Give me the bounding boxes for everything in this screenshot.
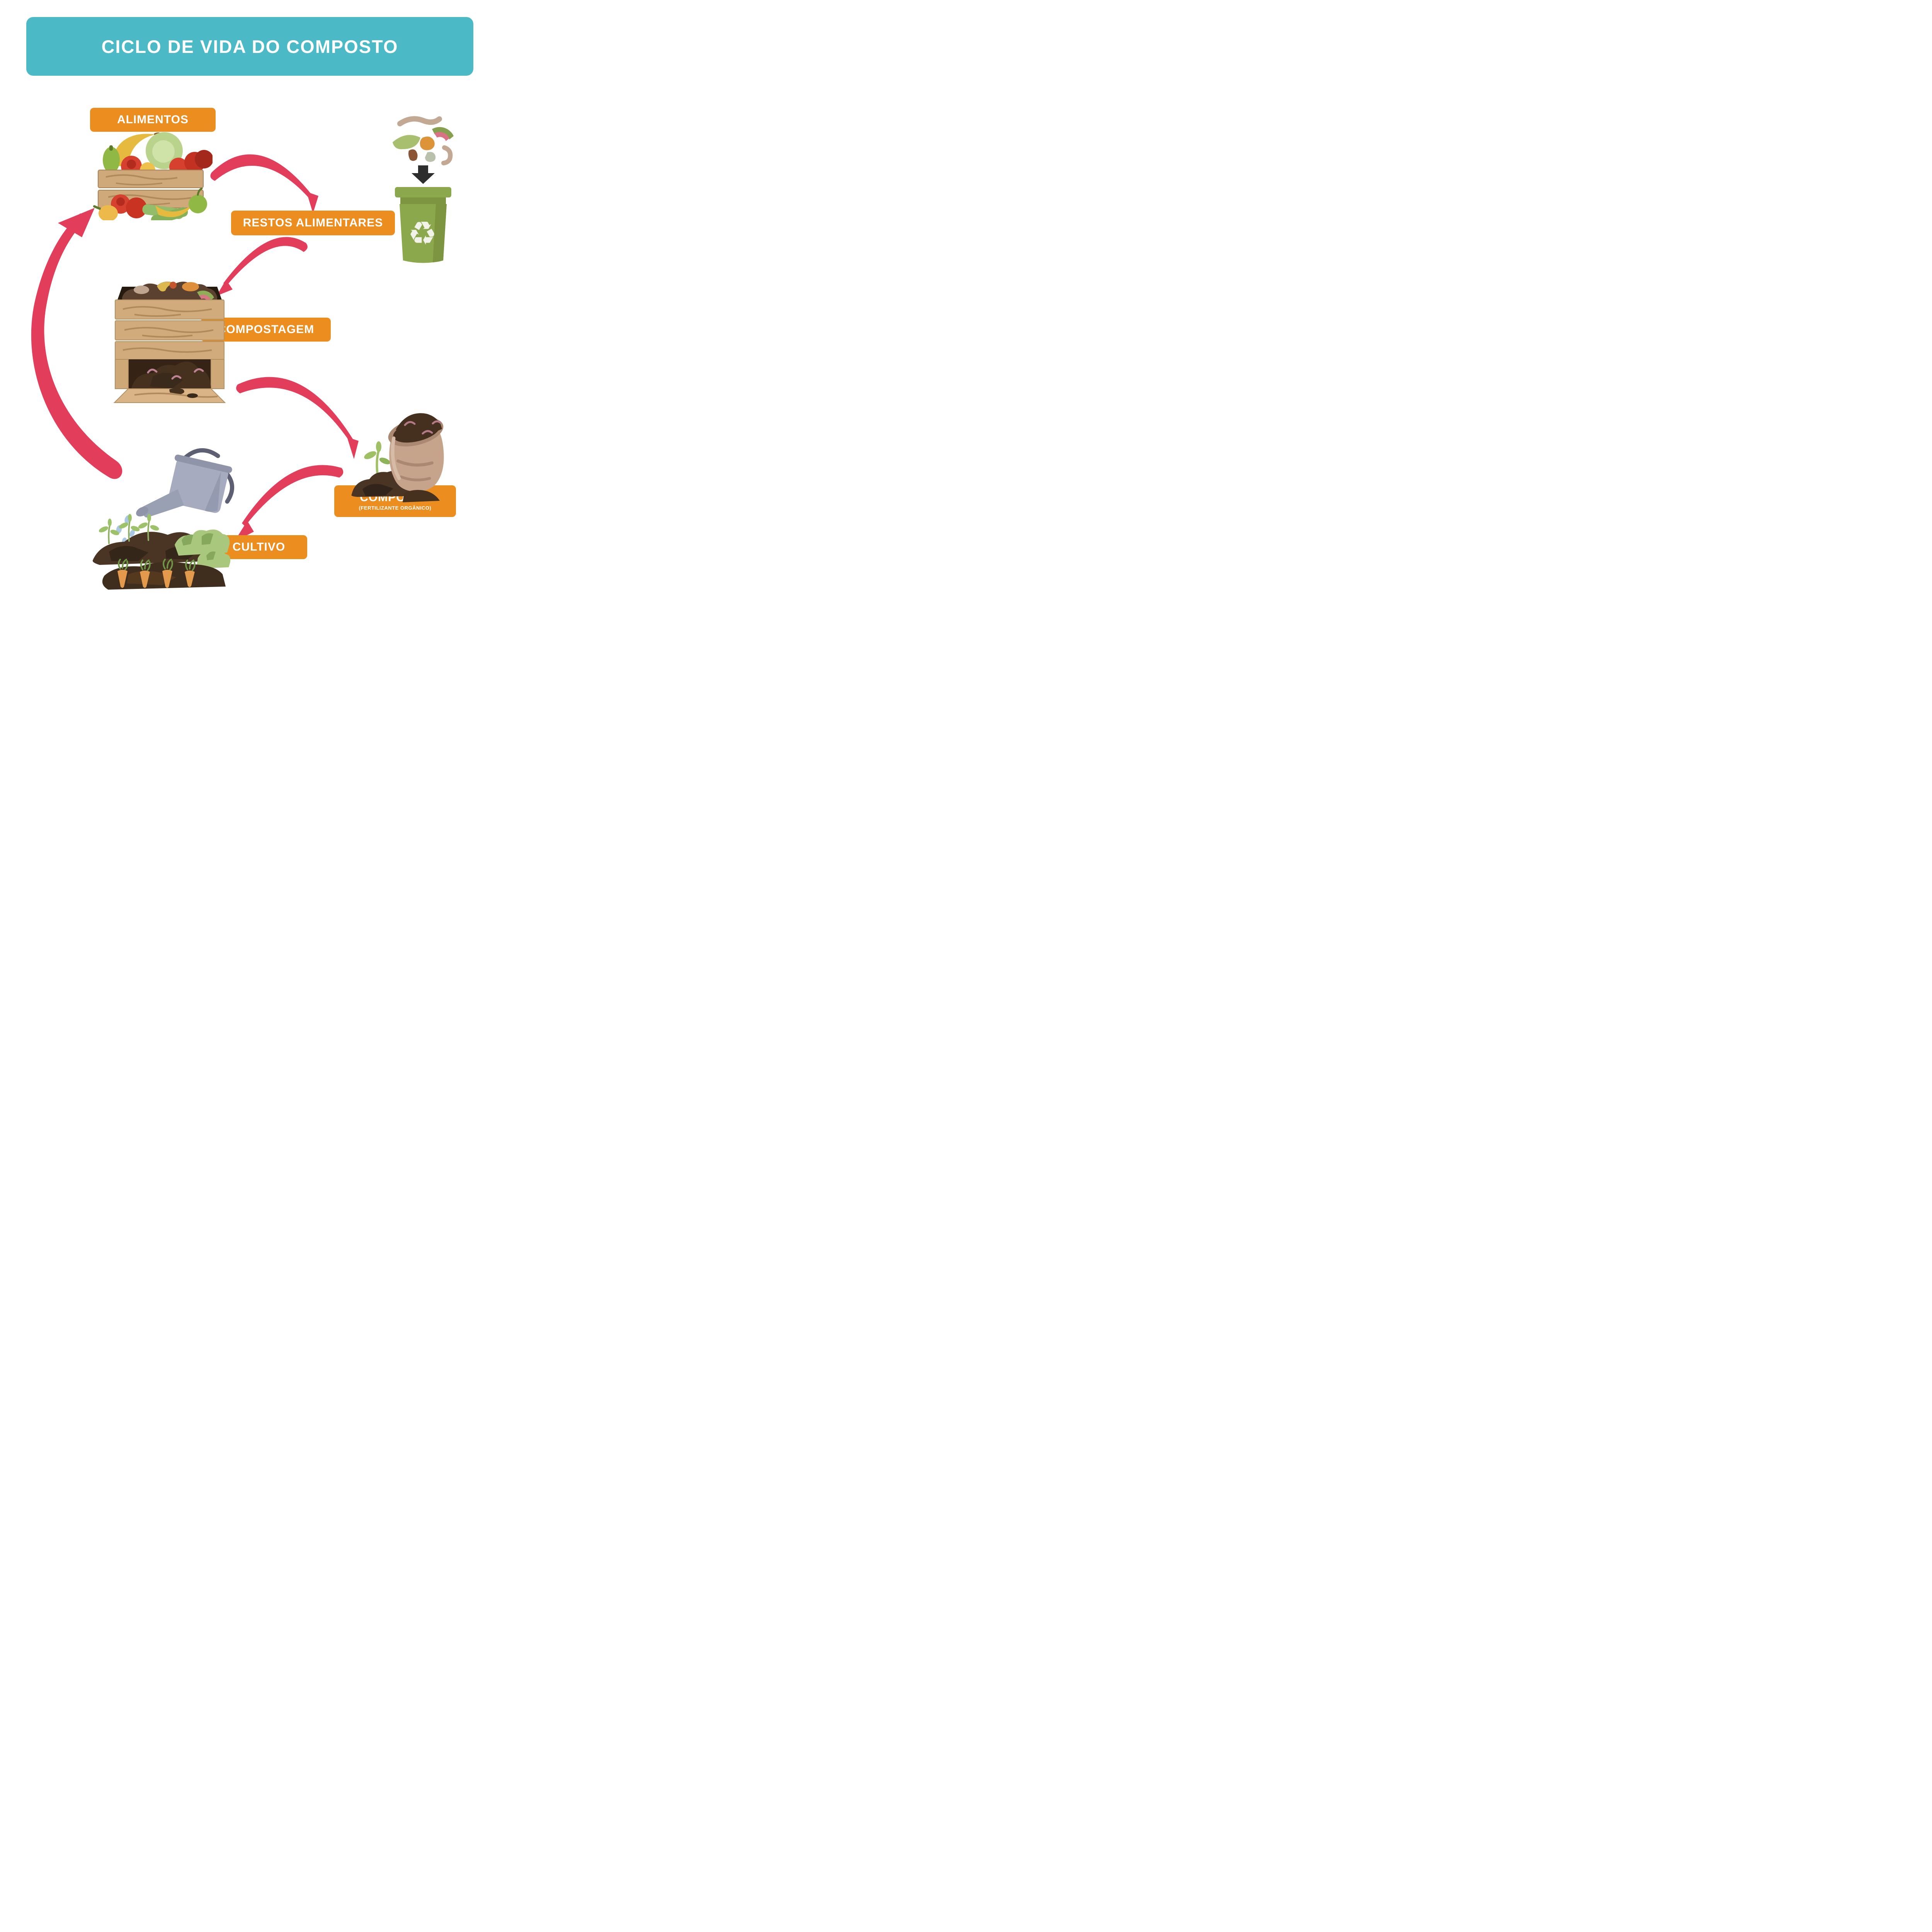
garden-icon <box>92 448 234 590</box>
header-banner: CICLO DE VIDA DO COMPOSTO <box>26 17 473 76</box>
stage-label-text: ALIMENTOS <box>117 113 189 126</box>
arrow-cultivo-to-alimentos <box>31 208 122 479</box>
recycle-symbol-icon: ♻ <box>408 214 437 252</box>
stage-label-text: COMPOSTAGEM <box>217 323 315 336</box>
arrow-compostagem-to-composto <box>236 377 359 459</box>
recycle-bin-icon: ♻ <box>393 116 454 263</box>
arrow-composto-to-cultivo <box>234 465 344 542</box>
stage-label-alimentos: ALIMENTOS <box>90 108 216 132</box>
down-arrow-icon <box>412 165 435 184</box>
stage-label-text: RESTOS ALIMENTARES <box>243 216 383 230</box>
seedling-icon <box>364 441 391 480</box>
stage-label-text: CULTIVO <box>232 541 286 554</box>
arrow-alimentos-to-restos <box>210 154 318 213</box>
watering-can-icon <box>116 448 234 544</box>
arrow-restos-to-compostagem <box>216 237 308 296</box>
page-title: CICLO DE VIDA DO COMPOSTO <box>101 36 398 57</box>
compost-bin-icon <box>113 281 226 403</box>
food-scraps-icon <box>393 116 454 165</box>
compost-sack-icon <box>351 413 444 502</box>
stage-sublabel-text: (FERTILIZANTE ORGÂNICO) <box>359 505 432 511</box>
infographic-compost-cycle: CICLO DE VIDA DO COMPOSTO ALIMENTOS REST… <box>0 0 518 616</box>
cycle-arrows <box>31 154 359 542</box>
seedlings-icon <box>99 514 159 544</box>
carrots-icon <box>117 559 196 588</box>
lettuce-icon <box>175 529 231 569</box>
food-crate-icon <box>93 132 213 220</box>
stage-label-restos-alimentares: RESTOS ALIMENTARES <box>231 211 395 235</box>
